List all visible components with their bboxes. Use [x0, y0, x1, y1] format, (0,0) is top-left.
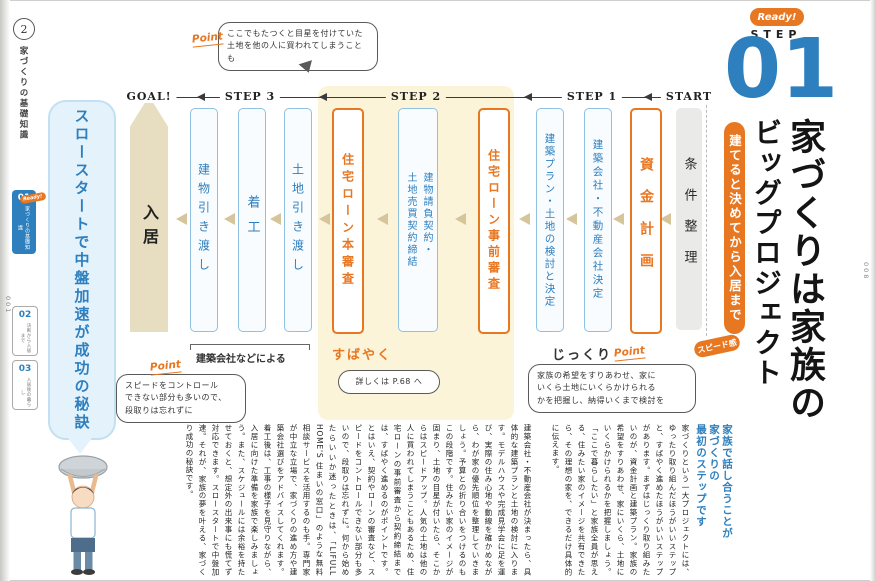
top-warning-bubble: ここでもたつくと目星を付けていた 土地を他の人に買われてしまうことも — [218, 22, 378, 72]
builder-bracket — [190, 344, 310, 350]
left-arrow-icon — [520, 93, 532, 101]
builder-caption: 建築会社などによる — [196, 354, 286, 365]
chapter-number-circle: 2 — [13, 18, 35, 40]
speed-badge: スピード感 — [692, 333, 742, 359]
ready-badge: Ready! — [750, 8, 804, 26]
main-title-line2: ビッグプロジェクト — [750, 118, 783, 388]
main-title-line1: 家づくりは家族の — [784, 118, 825, 422]
flow-arrow-icon — [313, 213, 330, 225]
chapter-tab-01: 01 家づくりの基礎知識 Ready! — [12, 190, 46, 254]
page-edge-right — [870, 0, 876, 581]
flow-box-kaisha-kettei: 建築会社・不動産会社決定 — [584, 108, 612, 332]
flow-arrow-icon — [371, 213, 388, 225]
stage-goal: GOAL! — [121, 90, 177, 103]
flow-box-nyukyo-arrow: 入居 — [130, 96, 168, 332]
flow-box-loan-jizen: 住宅ローン事前審査 — [478, 108, 510, 334]
left-arrow-icon — [315, 93, 327, 101]
body-text-right: 家づくりという一大プロジェクトには、ゆったり取り組んだほうがいいステップと、すば… — [551, 424, 690, 576]
series-title: 家づくりの基礎知識 — [18, 46, 28, 141]
stage-step3: STEP 3 — [219, 90, 281, 103]
chapter-tab-03-number: 03 — [18, 364, 32, 374]
flow-box-tatemono-hikiwatashi: 建物引き渡し — [190, 108, 218, 332]
slow-start-text: スロースタートで中盤加速が成功の秘訣 — [72, 108, 91, 432]
chart-divider — [706, 90, 707, 336]
subtitle-pill: 建てると決めてから入居まで — [724, 122, 745, 334]
page-edge-left — [0, 0, 10, 581]
left-arrow-icon — [640, 93, 652, 101]
stage-step1: STEP 1 — [561, 90, 623, 103]
fast-caption: すばやく — [332, 348, 393, 363]
flow-box-plan-tochi: 建築プラン・土地の検討と決定 — [536, 108, 564, 332]
flow-box-keiyaku: 建物請負契約・ 土地売買契約締結 — [398, 108, 438, 332]
flow-box-loan-hon: 住宅ローン本審査 — [332, 108, 364, 334]
chapter-tab-02-label: 決断から入居まで — [20, 323, 31, 353]
step-word: STEP — [750, 28, 802, 41]
body-text-left: 建築会社・不動産会社が決まったら、具体的な建築プランと土地の検討に入ります。モデ… — [185, 424, 532, 576]
stage-step2: STEP 2 — [385, 90, 447, 103]
flow-box-tochi-hikiwatashi: 土地引き渡し — [284, 108, 312, 332]
point-label-step1: Point — [613, 344, 646, 362]
step3-note-bubble: スピードをコントロール できない部分も多いので、 段取りは忘れずに — [116, 374, 246, 424]
chapter-tab-03-label: 入居後の暮らし — [20, 377, 31, 407]
flow-arrow-icon — [449, 213, 466, 225]
person-illustration — [58, 455, 108, 575]
flow-box-chakko: 着工 — [238, 108, 266, 332]
flow-box-joken-seiri: 条件整理 — [676, 108, 702, 330]
flow-arrow-icon — [513, 213, 530, 225]
slow-start-callout: スロースタートで中盤加速が成功の秘訣 — [48, 100, 116, 440]
see-page-bubble: 詳しくは P.68 へ — [338, 370, 440, 395]
callout-tail-icon — [68, 438, 92, 466]
step1-note-bubble: 家族の希望をすりあわせ、家に いくら土地にいくらかけられる かを把握し、納得いく… — [528, 364, 696, 414]
point-label-step3: Point — [149, 358, 182, 376]
slow-caption: じっくり — [552, 348, 613, 363]
step-number: 01 — [724, 22, 839, 117]
chapter-tab-02: 02 決断から入居まで — [12, 306, 38, 356]
left-arrow-icon — [193, 93, 205, 101]
stage-start: START — [660, 90, 718, 103]
subtitle-text: 建てると決めてから入居まで — [727, 133, 742, 323]
flow-arrow-icon — [607, 213, 624, 225]
folio-right: 008 — [862, 262, 870, 281]
flow-box-shikin-keikaku: 資金計画 — [630, 108, 662, 334]
flow-arrow-icon — [218, 213, 235, 225]
flow-arrow-icon — [560, 213, 577, 225]
folio-left: 001 — [4, 296, 12, 315]
lead-paragraph: 家族で話し合うことが 家づくりの 最初のステップです — [695, 424, 733, 539]
bubble-tail-icon — [298, 60, 316, 75]
chapter-tab-01-label: 家づくりの基礎知識 — [17, 206, 30, 250]
chapter-tab-03: 03 入居後の暮らし — [12, 360, 38, 410]
flow-arrow-icon — [170, 213, 187, 225]
flow-arrow-icon — [654, 213, 671, 225]
chapter-tab-02-number: 02 — [18, 310, 32, 320]
flow-arrow-icon — [264, 213, 281, 225]
